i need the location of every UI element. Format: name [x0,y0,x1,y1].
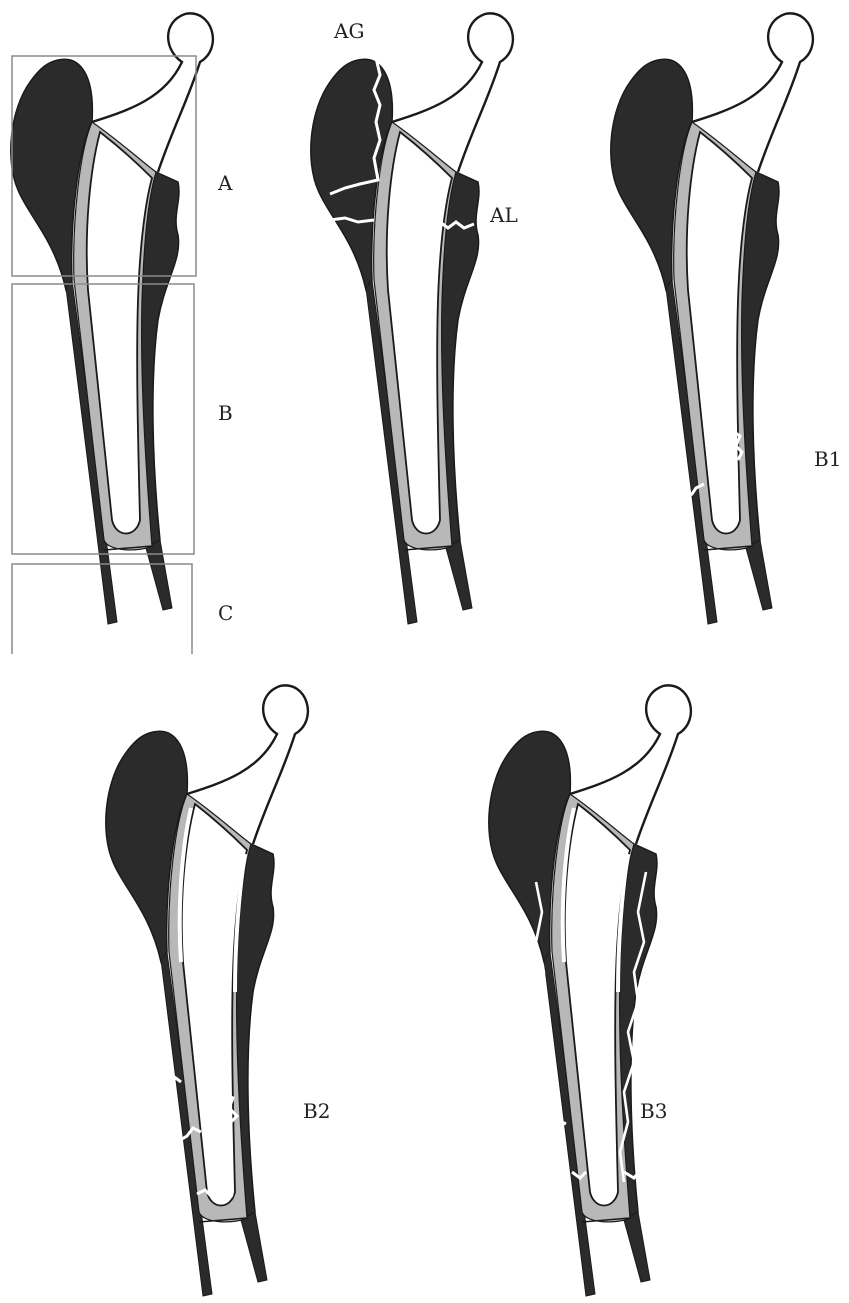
femur-b3-panel: B3 [489,685,691,1296]
b1-label: B1 [814,447,841,471]
b3-label: B3 [640,1099,667,1123]
zone-b-label: B [218,401,233,425]
b2-label: B2 [303,1099,330,1123]
femur-zones-panel: A B C [11,13,234,654]
zone-a-label: A [217,171,233,195]
femur-b2-panel: B2 [106,685,331,1296]
al-label: AL [489,203,518,227]
femur-ag-al-panel: AG AL [311,13,518,624]
zone-c-label: C [218,601,233,625]
ag-label: AG [333,19,364,43]
femur-b1-panel: B1 [611,13,842,624]
